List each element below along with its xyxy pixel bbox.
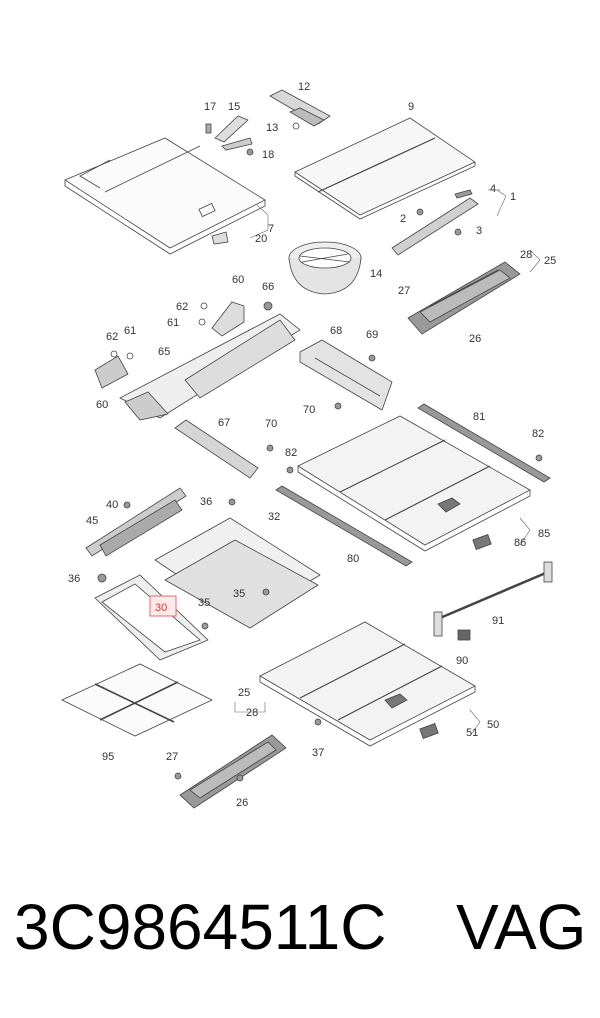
callout-61a: 61 bbox=[167, 317, 179, 329]
callout-2: 2 bbox=[400, 213, 406, 225]
part-bracket-67 bbox=[174, 419, 274, 479]
part-panel-9 bbox=[294, 117, 476, 220]
callout-26a: 26 bbox=[469, 333, 481, 345]
part-bracket-45 bbox=[85, 487, 187, 557]
part-bracket-60 bbox=[94, 301, 245, 389]
callout-36b: 36 bbox=[68, 573, 80, 585]
highlight-box bbox=[149, 595, 177, 617]
callout-13: 13 bbox=[266, 122, 278, 134]
part-trim-strip-1 bbox=[391, 189, 479, 256]
part-rail-80 bbox=[275, 485, 413, 567]
callout-95: 95 bbox=[102, 751, 114, 763]
callout-65: 65 bbox=[158, 346, 170, 358]
callout-70b: 70 bbox=[265, 418, 277, 430]
part-clip-90 bbox=[457, 629, 471, 641]
callout-50: 50 bbox=[487, 719, 499, 731]
part-sill-trim-25 bbox=[407, 261, 521, 335]
part-floor-panel-50 bbox=[259, 621, 476, 747]
callout-35a: 35 bbox=[198, 597, 210, 609]
callout-67: 67 bbox=[218, 417, 230, 429]
callout-62a: 62 bbox=[176, 301, 188, 313]
callout-82a: 82 bbox=[285, 447, 297, 459]
part-floor-mat-7 bbox=[64, 137, 266, 255]
part-sill-trim-25-lower bbox=[174, 734, 287, 809]
callout-15: 15 bbox=[228, 101, 240, 113]
callout-85: 85 bbox=[538, 528, 550, 540]
part-frame-32 bbox=[154, 498, 321, 629]
callout-25b: 25 bbox=[238, 687, 250, 699]
callout-3: 3 bbox=[476, 225, 482, 237]
callout-27b: 27 bbox=[166, 751, 178, 763]
callout-70a: 70 bbox=[303, 404, 315, 416]
callout-45: 45 bbox=[86, 515, 98, 527]
callout-12: 12 bbox=[298, 81, 310, 93]
part-side-rail-68 bbox=[299, 339, 393, 411]
part-cargo-bar-91 bbox=[433, 561, 553, 637]
part-clip-51 bbox=[419, 723, 439, 739]
callout-60b: 60 bbox=[96, 399, 108, 411]
callout-81: 81 bbox=[473, 411, 485, 423]
callout-80: 80 bbox=[347, 553, 359, 565]
callout-66: 66 bbox=[262, 281, 274, 293]
callout-27a: 27 bbox=[398, 285, 410, 297]
callout-90: 90 bbox=[456, 655, 468, 667]
part-hook-15 bbox=[205, 115, 254, 156]
callout-17: 17 bbox=[204, 101, 216, 113]
part-rug-95 bbox=[61, 663, 213, 737]
callout-82b: 82 bbox=[532, 428, 544, 440]
part-rail-81 bbox=[417, 403, 551, 483]
callout-labels: 12 17 15 9 13 18 4 1 2 7 3 20 28 25 14 6… bbox=[68, 81, 556, 809]
part-number: 3C9864511C bbox=[14, 891, 387, 963]
callout-30: 30 bbox=[155, 602, 167, 614]
callout-7: 7 bbox=[268, 223, 274, 235]
callout-51: 51 bbox=[466, 727, 478, 739]
callout-61b: 61 bbox=[124, 325, 136, 337]
callout-4: 4 bbox=[490, 183, 496, 195]
callout-32: 32 bbox=[268, 511, 280, 523]
callout-91: 91 bbox=[492, 615, 504, 627]
callout-28a: 28 bbox=[520, 249, 532, 261]
part-rail-12 bbox=[269, 89, 331, 130]
callout-25a: 25 bbox=[544, 255, 556, 267]
callout-20: 20 bbox=[255, 233, 267, 245]
callout-69: 69 bbox=[366, 329, 378, 341]
callout-37: 37 bbox=[312, 747, 324, 759]
callout-26b: 26 bbox=[236, 797, 248, 809]
callout-62b: 62 bbox=[106, 331, 118, 343]
callout-18: 18 bbox=[262, 149, 274, 161]
callout-1: 1 bbox=[510, 191, 516, 203]
callout-40: 40 bbox=[106, 499, 118, 511]
callout-68: 68 bbox=[330, 325, 342, 337]
callout-36a: 36 bbox=[200, 496, 212, 508]
brand-label: VAG bbox=[456, 891, 587, 963]
part-tire-well-14 bbox=[288, 241, 362, 295]
part-side-rail-65 bbox=[119, 301, 301, 421]
callout-35b: 35 bbox=[233, 588, 245, 600]
callout-60a: 60 bbox=[232, 274, 244, 286]
part-frame-30 bbox=[94, 573, 209, 661]
callout-14: 14 bbox=[370, 268, 382, 280]
part-clip-86 bbox=[472, 534, 492, 550]
callout-9: 9 bbox=[408, 101, 414, 113]
callout-86: 86 bbox=[514, 537, 526, 549]
callout-28b: 28 bbox=[246, 707, 258, 719]
footer: 3C9864511C VAG bbox=[0, 880, 600, 1000]
part-floor-panel-85 bbox=[297, 415, 531, 552]
